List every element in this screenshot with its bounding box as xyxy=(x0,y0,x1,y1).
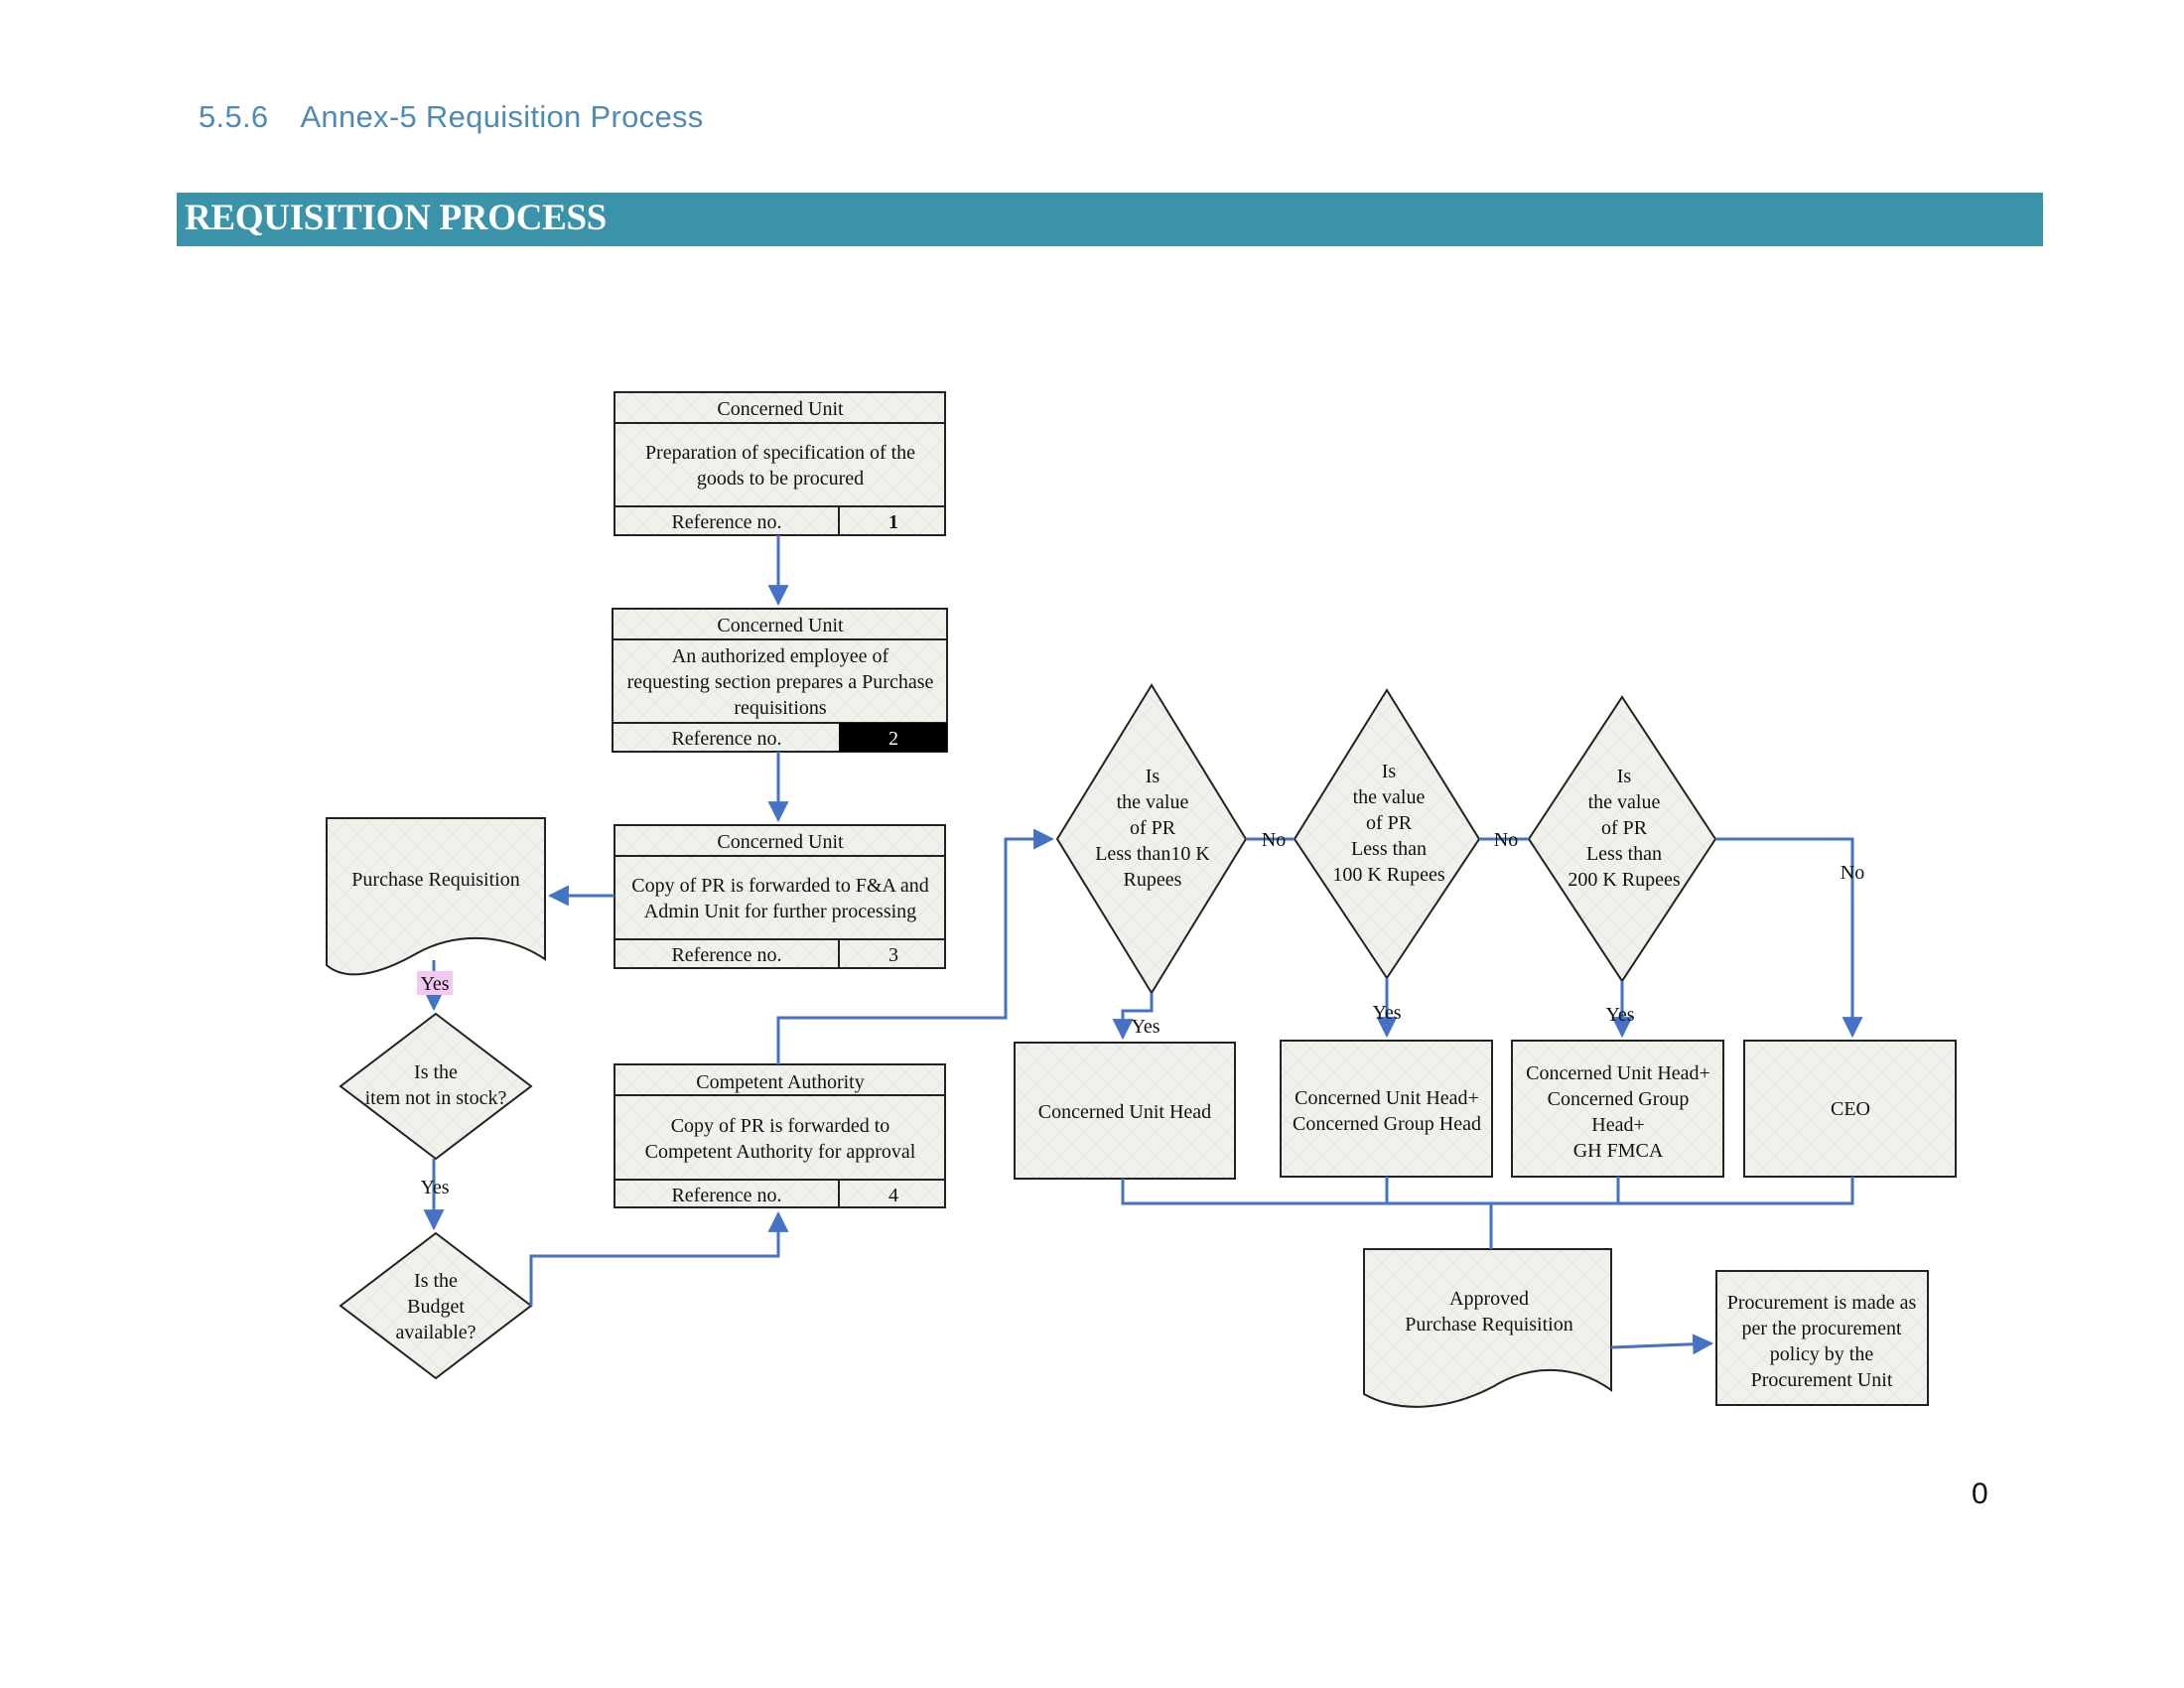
process-box-3-ref-value: 3 xyxy=(888,944,898,966)
process-box-2-header: Concerned Unit xyxy=(717,615,844,636)
decision-stock xyxy=(339,1012,533,1161)
connector-approvers-merge xyxy=(1121,1177,1854,1205)
label-yes-stock-to-budget: Yes xyxy=(420,1177,449,1198)
label-yes-pr-to-stock: Yes xyxy=(420,973,449,995)
approver-unit-group-fmca-line-3: Head+ xyxy=(1591,1114,1644,1136)
process-box-2-body-line-1: An authorized employee of xyxy=(672,645,889,667)
approver-unit-head-line-1: Concerned Unit Head xyxy=(1038,1101,1211,1123)
procurement-line-3: policy by the xyxy=(1770,1343,1874,1365)
process-box-4 xyxy=(614,1063,946,1208)
banner-title: REQUISITION PROCESS xyxy=(185,198,608,238)
decision-budget xyxy=(339,1231,533,1380)
process-box-4-ref-label: Reference no. xyxy=(671,1185,781,1206)
decision-pr-200k-line-1: Is xyxy=(1617,766,1632,787)
decision-stock-line-2: item not in stock? xyxy=(365,1087,507,1109)
process-box-1 xyxy=(614,391,946,536)
process-box-1-body-line-2: goods to be procured xyxy=(697,468,864,490)
approver-unit-group-fmca-line-1: Concerned Unit Head+ xyxy=(1526,1062,1710,1084)
decision-pr-10k-line-1: Is xyxy=(1146,766,1160,787)
procurement-line-2: per the procurement xyxy=(1741,1318,1901,1339)
section-heading: 5.5.6 Annex-5 Requisition Process xyxy=(199,99,704,135)
decision-pr-100k-line-1: Is xyxy=(1382,761,1397,782)
approver-unit-group-head-box xyxy=(1280,1040,1493,1178)
approved-pr-line-2: Purchase Requisition xyxy=(1405,1314,1572,1336)
approver-unit-group-fmca-box xyxy=(1511,1040,1724,1178)
decision-pr-100k xyxy=(1293,688,1481,980)
approver-unit-group-head-line-1: Concerned Unit Head+ xyxy=(1295,1087,1479,1109)
decision-pr-10k-line-2: the value xyxy=(1117,791,1189,813)
decision-pr-10k-line-5: Rupees xyxy=(1124,869,1182,891)
process-box-2-ref-highlight xyxy=(839,723,947,752)
process-box-2-ref-value: 2 xyxy=(888,728,898,750)
label-yes-200k: Yes xyxy=(1605,1004,1634,1026)
decision-pr-10k xyxy=(1055,683,1248,995)
decision-pr-200k xyxy=(1527,695,1717,983)
process-box-3-body-line-1: Copy of PR is forwarded to F&A and xyxy=(631,875,928,897)
decision-pr-200k-line-3: of PR xyxy=(1601,817,1648,839)
process-box-2-ref-label: Reference no. xyxy=(671,728,781,750)
decision-stock-line-1: Is the xyxy=(414,1061,458,1083)
decision-pr-100k-line-4: Less than xyxy=(1351,838,1427,860)
process-box-1-body-line-1: Preparation of specification of the xyxy=(645,442,915,464)
procurement-line-1: Procurement is made as xyxy=(1727,1292,1917,1314)
process-box-2-body-line-2: requesting section prepares a Purchase xyxy=(627,671,934,693)
decision-pr-10k-line-3: of PR xyxy=(1130,817,1176,839)
label-yes-100k: Yes xyxy=(1372,1002,1401,1024)
process-box-4-body-line-1: Copy of PR is forwarded to xyxy=(671,1115,890,1137)
decision-budget-line-2: Budget xyxy=(407,1296,465,1318)
decision-pr-200k-line-2: the value xyxy=(1588,791,1661,813)
process-box-1-header: Concerned Unit xyxy=(717,398,844,420)
approved-pr-line-1: Approved xyxy=(1449,1288,1529,1310)
yes-highlight xyxy=(417,971,453,995)
procurement-line-4: Procurement Unit xyxy=(1751,1369,1893,1391)
label-yes-10k: Yes xyxy=(1131,1016,1160,1038)
decision-pr-10k-line-4: Less than10 K xyxy=(1095,843,1210,865)
decision-pr-100k-line-5: 100 K Rupees xyxy=(1332,864,1445,886)
title-banner: REQUISITION PROCESS xyxy=(177,193,2043,246)
label-no-200k: No xyxy=(1841,862,1864,884)
decision-pr-200k-line-5: 200 K Rupees xyxy=(1568,869,1681,891)
decision-pr-100k-line-3: of PR xyxy=(1366,812,1413,834)
connector-budget-to-box4 xyxy=(529,1210,789,1306)
section-title: Annex-5 Requisition Process xyxy=(300,99,704,134)
process-box-1-ref-label: Reference no. xyxy=(671,511,781,533)
process-box-3-body-line-2: Admin Unit for further processing xyxy=(644,901,916,922)
approved-pr-document xyxy=(1363,1248,1612,1408)
page-number: 0 xyxy=(1972,1477,1988,1510)
approver-unit-group-head-line-2: Concerned Group Head xyxy=(1293,1113,1481,1135)
approver-unit-group-fmca-line-4: GH FMCA xyxy=(1573,1140,1664,1162)
label-no-10k: No xyxy=(1262,829,1286,851)
process-box-3-header: Concerned Unit xyxy=(717,831,844,853)
approver-unit-head-box xyxy=(1014,1042,1236,1180)
connector-10k-to-unit-head xyxy=(1112,993,1154,1041)
process-box-4-ref-value: 4 xyxy=(888,1185,898,1206)
approver-ceo-box xyxy=(1743,1040,1957,1178)
connectors xyxy=(423,535,1863,1355)
process-box-2-body-line-3: requisitions xyxy=(734,697,827,719)
process-box-1-ref-value: 1 xyxy=(888,511,898,533)
approver-unit-group-fmca-line-2: Concerned Group xyxy=(1548,1088,1690,1110)
connector-box4-to-decision-10k xyxy=(776,828,1055,1064)
process-box-4-body-line-2: Competent Authority for approval xyxy=(645,1141,916,1163)
purchase-requisition-document xyxy=(326,817,546,976)
connector-approved-to-procurement xyxy=(1610,1334,1714,1355)
purchase-requisition-label: Purchase Requisition xyxy=(351,869,519,891)
process-box-4-header: Competent Authority xyxy=(696,1071,864,1093)
decision-pr-100k-line-2: the value xyxy=(1353,786,1426,808)
connector-200k-to-ceo xyxy=(1715,837,1863,1039)
section-number: 5.5.6 xyxy=(199,99,269,134)
decision-budget-line-1: Is the xyxy=(414,1270,458,1292)
procurement-box xyxy=(1715,1270,1929,1406)
decision-pr-200k-line-4: Less than xyxy=(1586,843,1662,865)
process-box-3-ref-label: Reference no. xyxy=(671,944,781,966)
approver-ceo-line-1: CEO xyxy=(1831,1098,1870,1120)
decision-budget-line-3: available? xyxy=(395,1322,476,1343)
label-no-100k: No xyxy=(1494,829,1518,851)
